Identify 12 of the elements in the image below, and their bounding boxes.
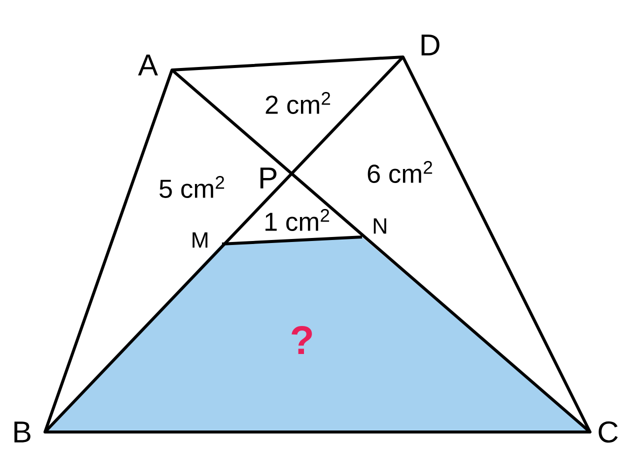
point-label: C: [598, 421, 618, 443]
point-label: P: [260, 168, 276, 188]
point-label: D: [422, 34, 440, 56]
point-label: N: [374, 218, 386, 234]
question-mark: ?: [292, 326, 312, 354]
area-label: 2 cm$^{2}$: [266, 92, 330, 114]
area-label: 6 cm$^{2}$: [368, 161, 432, 183]
point-label: A: [138, 54, 158, 76]
point-label: B: [14, 422, 30, 442]
area-label: 5 cm$^{2}$: [160, 176, 224, 198]
point-label: M: [192, 232, 208, 248]
area-label: 1 cm$^{2}$: [266, 209, 330, 231]
